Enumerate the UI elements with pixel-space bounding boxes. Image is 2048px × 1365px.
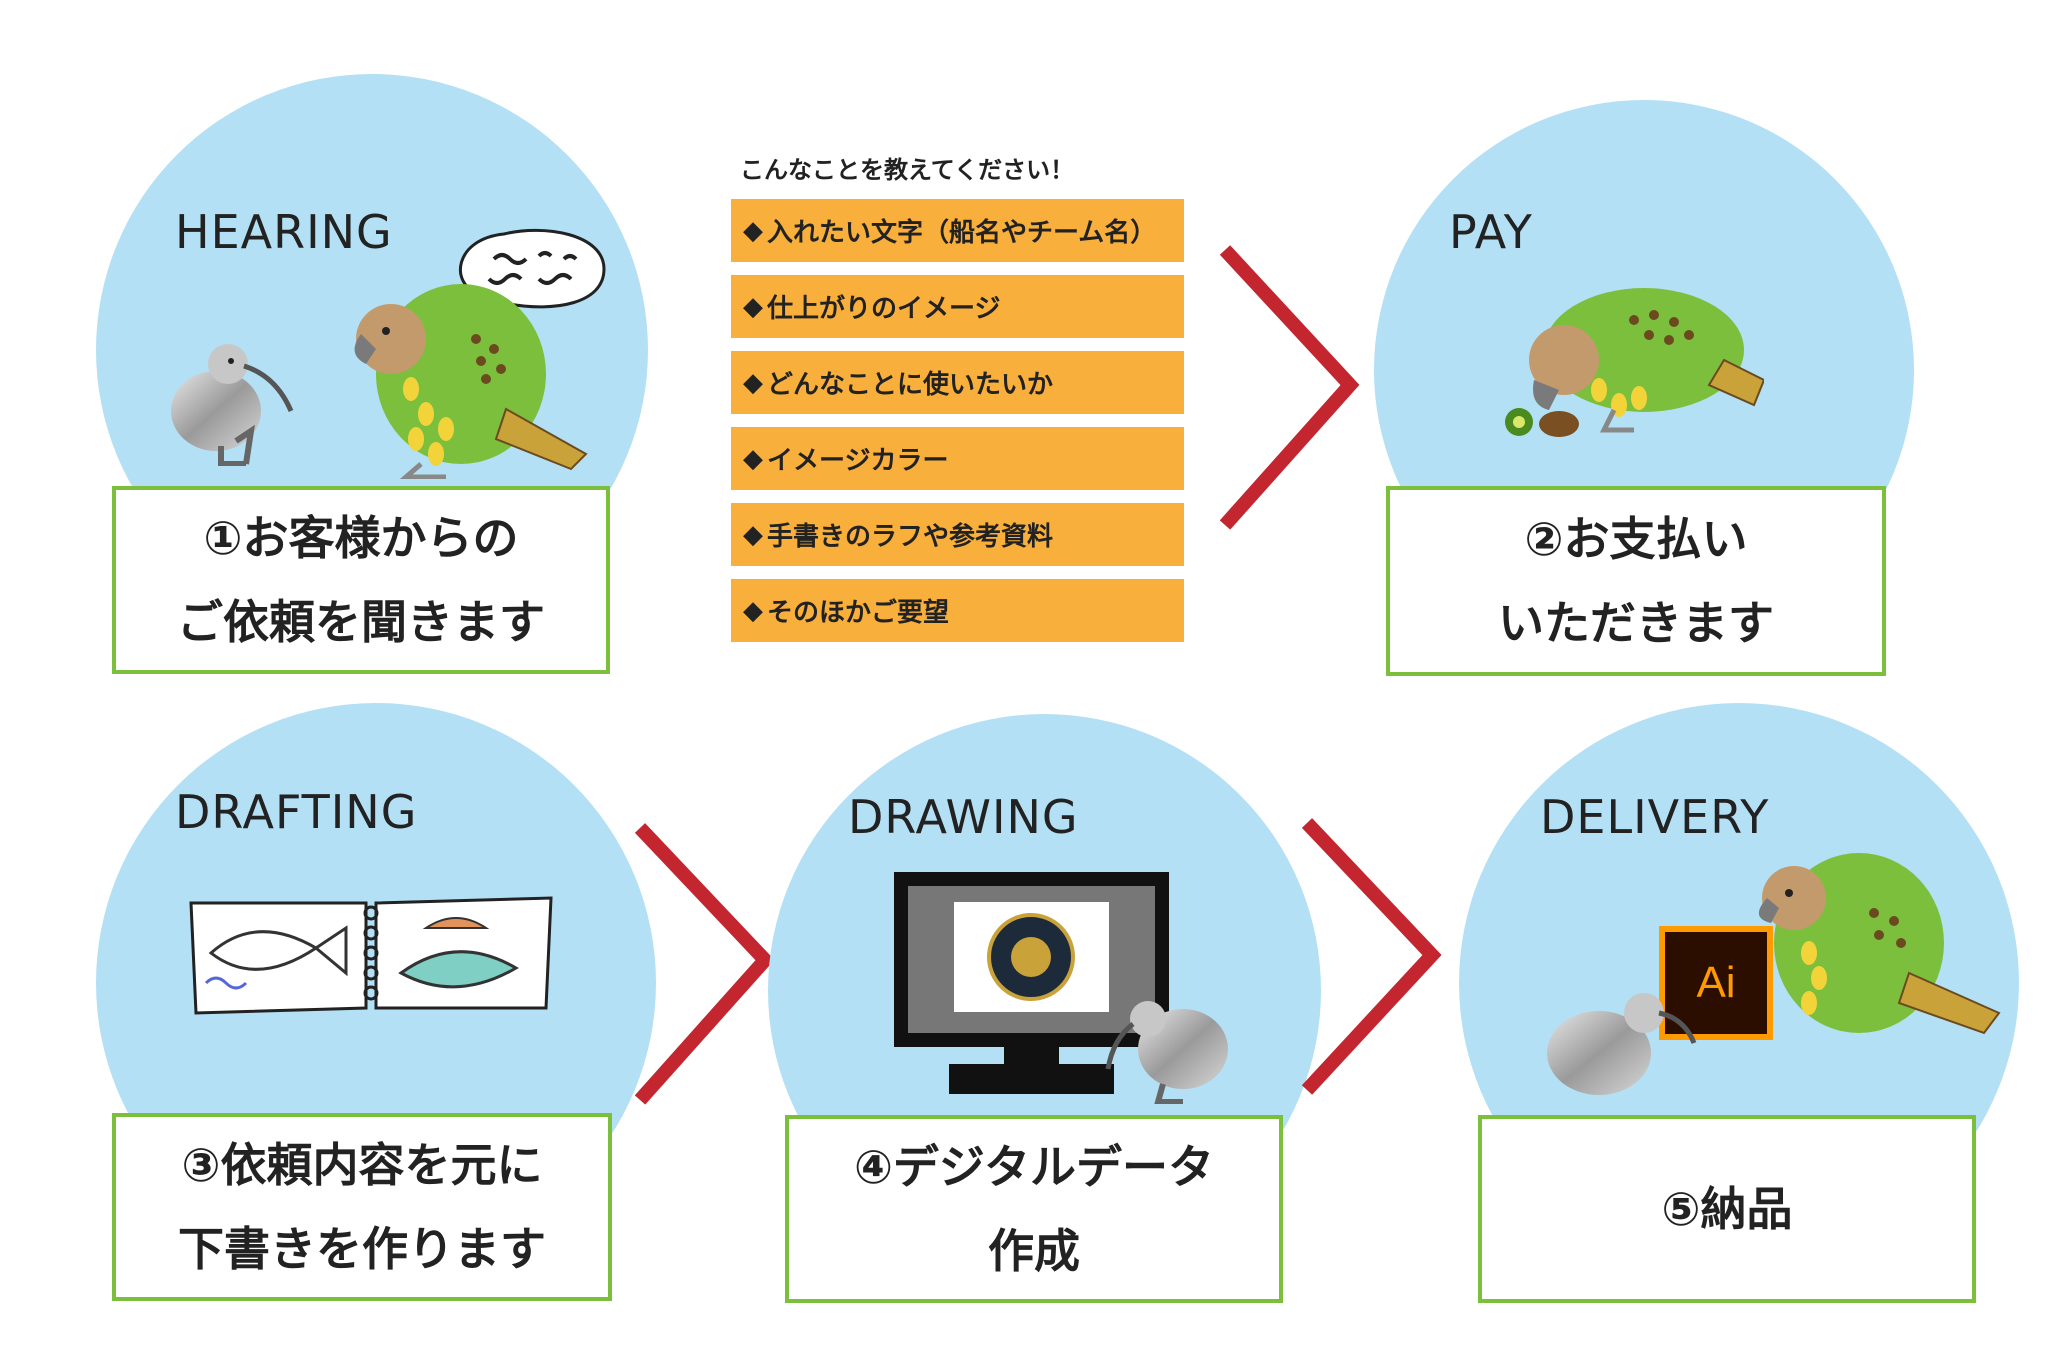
step-text-line1: ④デジタルデータ [853, 1140, 1215, 1194]
step-text-line2: ご依頼を聞きます [177, 595, 545, 649]
diamond-bullet-icon: ◆ [743, 443, 763, 474]
request-list-item: ◆仕上がりのイメージ [731, 275, 1184, 338]
arrow-right-icon [1301, 818, 1442, 1095]
step-box-drafting: ③依頼内容を元に 下書きを作ります [112, 1113, 612, 1301]
arrow-right-icon [1219, 245, 1360, 530]
request-list-item-label: イメージカラー [767, 446, 949, 476]
step-text-line2: 下書きを作ります [178, 1222, 546, 1276]
sketchbook-icon [189, 896, 553, 1015]
kiwi-bird-icon [1105, 1001, 1228, 1104]
kiwi-bird-icon [1547, 993, 1697, 1095]
kakapo-parrot-icon [354, 284, 588, 479]
request-list-item: ◆手書きのラフや参考資料 [731, 503, 1184, 566]
request-list-title: こんなことを教えてください！ [740, 156, 1075, 184]
diamond-bullet-icon: ◆ [743, 519, 763, 550]
step-text-line1: ③依頼内容を元に [181, 1138, 543, 1192]
step-box-hearing: ①お客様からの ご依頼を聞きます [112, 486, 610, 674]
kiwi-bird-icon [171, 344, 294, 466]
request-list-item: ◆イメージカラー [731, 427, 1184, 490]
arrow-right-icon [634, 823, 775, 1105]
drawing-circle [768, 714, 1321, 1267]
step-text-line2: 作成 [988, 1224, 1080, 1278]
request-list-item-label: どんなことに使いたいか [767, 370, 1054, 400]
step-text-line1: ②お支払い [1524, 512, 1748, 566]
diamond-bullet-icon: ◆ [743, 367, 763, 398]
computer-monitor-icon [894, 872, 1169, 1094]
request-list-item-label: 仕上がりのイメージ [767, 294, 1001, 324]
adobe-illustrator-logo: Ai [1659, 926, 1773, 1040]
request-list-item: ◆そのほかご要望 [731, 579, 1184, 642]
diamond-bullet-icon: ◆ [743, 595, 763, 626]
step-title-drafting: DRAFTING [175, 785, 418, 839]
request-list-item-label: 入れたい文字（船名やチーム名） [767, 218, 1157, 248]
step-text-line2: いただきます [1498, 596, 1774, 650]
step-title-pay: PAY [1449, 205, 1533, 259]
step-text-line1: ①お客様からの [203, 511, 519, 565]
step-title-drawing: DRAWING [848, 790, 1079, 844]
request-list-item-label: 手書きのラフや参考資料 [767, 522, 1054, 552]
step-text-line1: ⑤納品 [1661, 1182, 1793, 1236]
request-list-item: ◆どんなことに使いたいか [731, 351, 1184, 414]
kakapo-parrot-icon [1758, 853, 2001, 1035]
ai-logo-text: Ai [1665, 932, 1767, 1034]
step-title-delivery: DELIVERY [1540, 790, 1770, 844]
step-box-drawing: ④デジタルデータ 作成 [785, 1115, 1283, 1303]
step-title-hearing: HEARING [175, 205, 393, 259]
diamond-bullet-icon: ◆ [743, 215, 763, 246]
request-list-item: ◆入れたい文字（船名やチーム名） [731, 199, 1184, 262]
kakapo-parrot-icon [1529, 288, 1764, 433]
diamond-bullet-icon: ◆ [743, 291, 763, 322]
kiwi-fruit-icon [1505, 408, 1579, 437]
step-box-delivery: ⑤納品 [1478, 1115, 1976, 1303]
step-box-pay: ②お支払い いただきます [1386, 486, 1886, 676]
request-list-item-label: そのほかご要望 [767, 598, 950, 628]
